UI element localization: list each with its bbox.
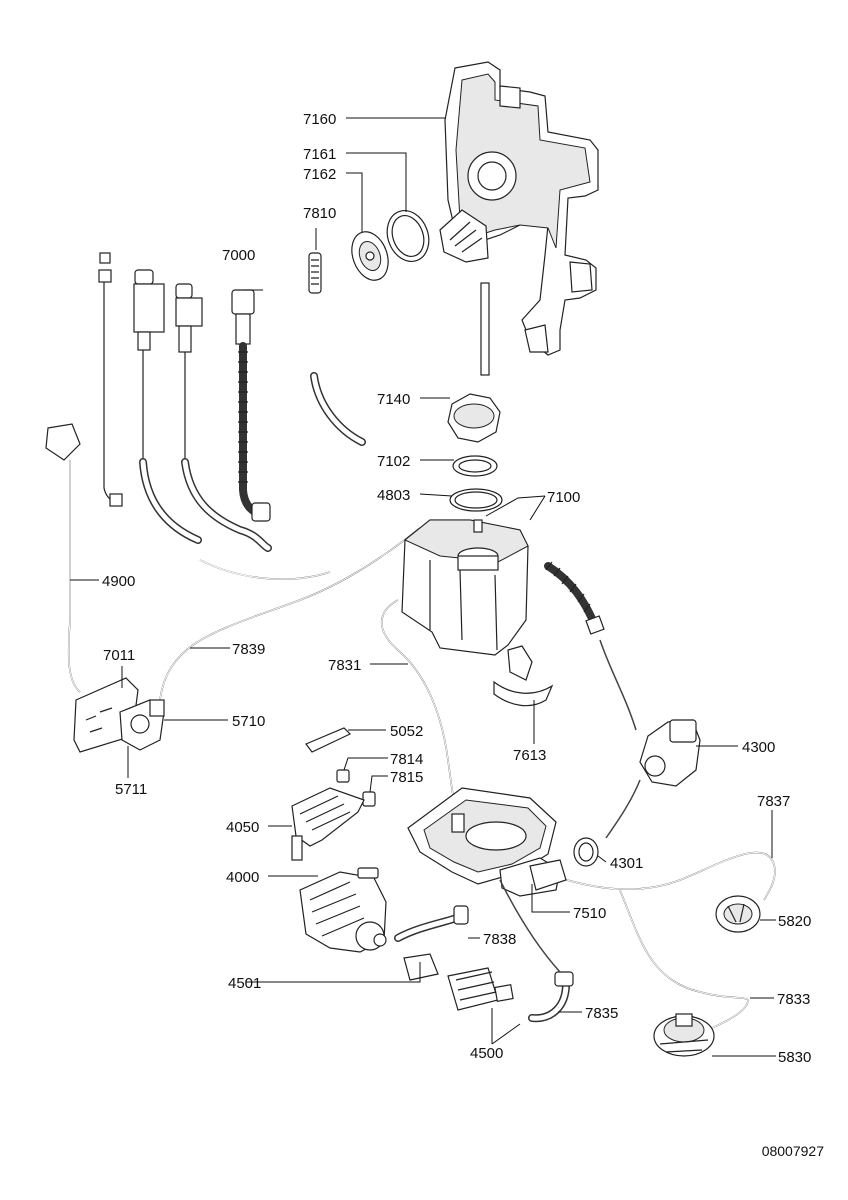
part-5052-sealing-strip (305, 727, 352, 753)
part-aquastop-fittings (98, 252, 272, 552)
label-4300: 4300 (742, 739, 775, 756)
part-4300-diverter (605, 719, 701, 839)
label-7140: 7140 (377, 391, 410, 408)
part-5830-pressure-switch (653, 1013, 715, 1057)
part-4803-gasket (449, 488, 503, 512)
label-4803: 4803 (377, 487, 410, 504)
part-7838-hose (394, 905, 469, 942)
label-4050: 4050 (226, 819, 259, 836)
part-7140-salt-cap (447, 393, 501, 443)
part-7810-hose (308, 252, 366, 446)
label-7011: 7011 (103, 647, 135, 664)
part-7833-cable (619, 889, 749, 1029)
label-7510: 7510 (573, 905, 606, 922)
part-7161-seal-ring (386, 210, 430, 262)
part-7162-filter-disc (351, 231, 389, 281)
part-duct-tube (480, 282, 490, 376)
label-7833: 7833 (777, 991, 810, 1008)
label-7161: 7161 (303, 146, 336, 163)
label-7160: 7160 (303, 111, 336, 128)
part-7102-cap-ring (452, 455, 498, 477)
part-7815-clip (362, 791, 376, 807)
label-4900: 4900 (102, 573, 135, 590)
part-4900-mains-cable (45, 423, 81, 693)
part-4501-sleeve (403, 953, 439, 981)
label-4500: 4500 (470, 1045, 503, 1062)
part-sump (407, 787, 561, 897)
drawing-code: 08007927 (762, 1143, 825, 1159)
part-4050-heater (291, 787, 365, 861)
label-4000: 4000 (226, 869, 259, 886)
part-7814-clip (336, 769, 350, 783)
label-7815: 7815 (390, 769, 423, 786)
label-7810: 7810 (303, 205, 336, 222)
part-7839-cable (159, 527, 421, 701)
label-5830: 5830 (778, 1049, 811, 1066)
label-7831: 7831 (328, 657, 361, 674)
part-5820-sensor (715, 895, 761, 933)
part-4000-pump-motor (299, 867, 387, 953)
label-7000: 7000 (222, 247, 255, 264)
part-labels: 7160 7161 7162 7810 7000 7140 7102 4803 … (102, 111, 824, 1159)
label-5820: 5820 (778, 913, 811, 930)
label-7613: 7613 (513, 747, 546, 764)
part-7160-air-duct (444, 61, 599, 356)
label-4301: 4301 (610, 855, 643, 872)
part-7000-inlet-hose (231, 289, 271, 522)
leader-lines (70, 117, 776, 1057)
label-7838: 7838 (483, 931, 516, 948)
label-5711: 5711 (115, 781, 147, 798)
label-7100: 7100 (547, 489, 580, 506)
label-4501: 4501 (228, 975, 261, 992)
part-7613-clip (493, 645, 554, 707)
label-5052: 5052 (390, 723, 423, 740)
label-7835: 7835 (585, 1005, 618, 1022)
part-7100-water-softener (401, 519, 529, 656)
part-5710-inlet-valve (119, 699, 165, 751)
part-7510-connector (529, 859, 567, 891)
part-7835-hose (499, 879, 574, 1023)
part-duct-flap (439, 209, 489, 263)
label-7839: 7839 (232, 641, 265, 658)
label-5710: 5710 (232, 713, 265, 730)
label-7837: 7837 (757, 793, 790, 810)
part-4301-seal (573, 837, 599, 867)
label-7102: 7102 (377, 453, 410, 470)
part-4500-heater-pipe (447, 967, 514, 1011)
label-7162: 7162 (303, 166, 336, 183)
label-7814: 7814 (390, 751, 423, 768)
part-7837-cable (559, 851, 776, 901)
part-softener-hose (544, 561, 637, 731)
